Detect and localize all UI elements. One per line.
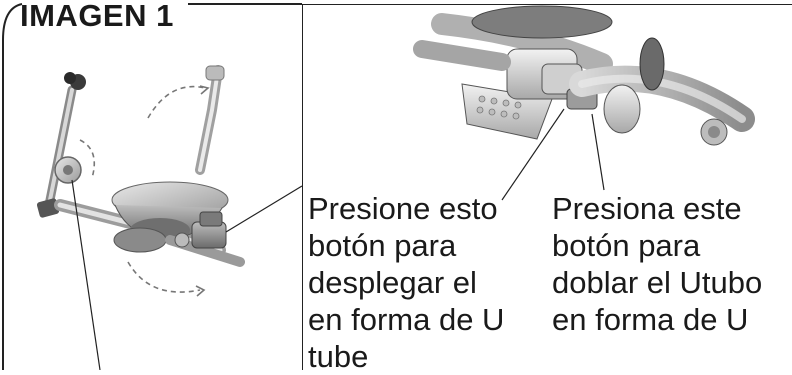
caption-line: en forma de U — [308, 302, 505, 337]
caption-line: Presione esto — [308, 191, 498, 226]
caption-line: doblar el Utubo — [552, 265, 763, 300]
caption-line: botón para — [552, 228, 701, 263]
caption-line: tube — [308, 339, 369, 374]
caption-line: en forma de U — [552, 302, 749, 337]
figure-title: IMAGEN 1 — [20, 0, 174, 33]
caption-unfold-button: Presione esto botón para desplegar el en… — [308, 190, 504, 375]
caption-line: Presiona este — [552, 191, 742, 226]
caption-line: desplegar el — [308, 265, 477, 300]
caption-fold-button: Presiona este botón para doblar el Utubo… — [552, 190, 762, 338]
closeup-inset — [302, 4, 792, 370]
caption-line: botón para — [308, 228, 457, 263]
